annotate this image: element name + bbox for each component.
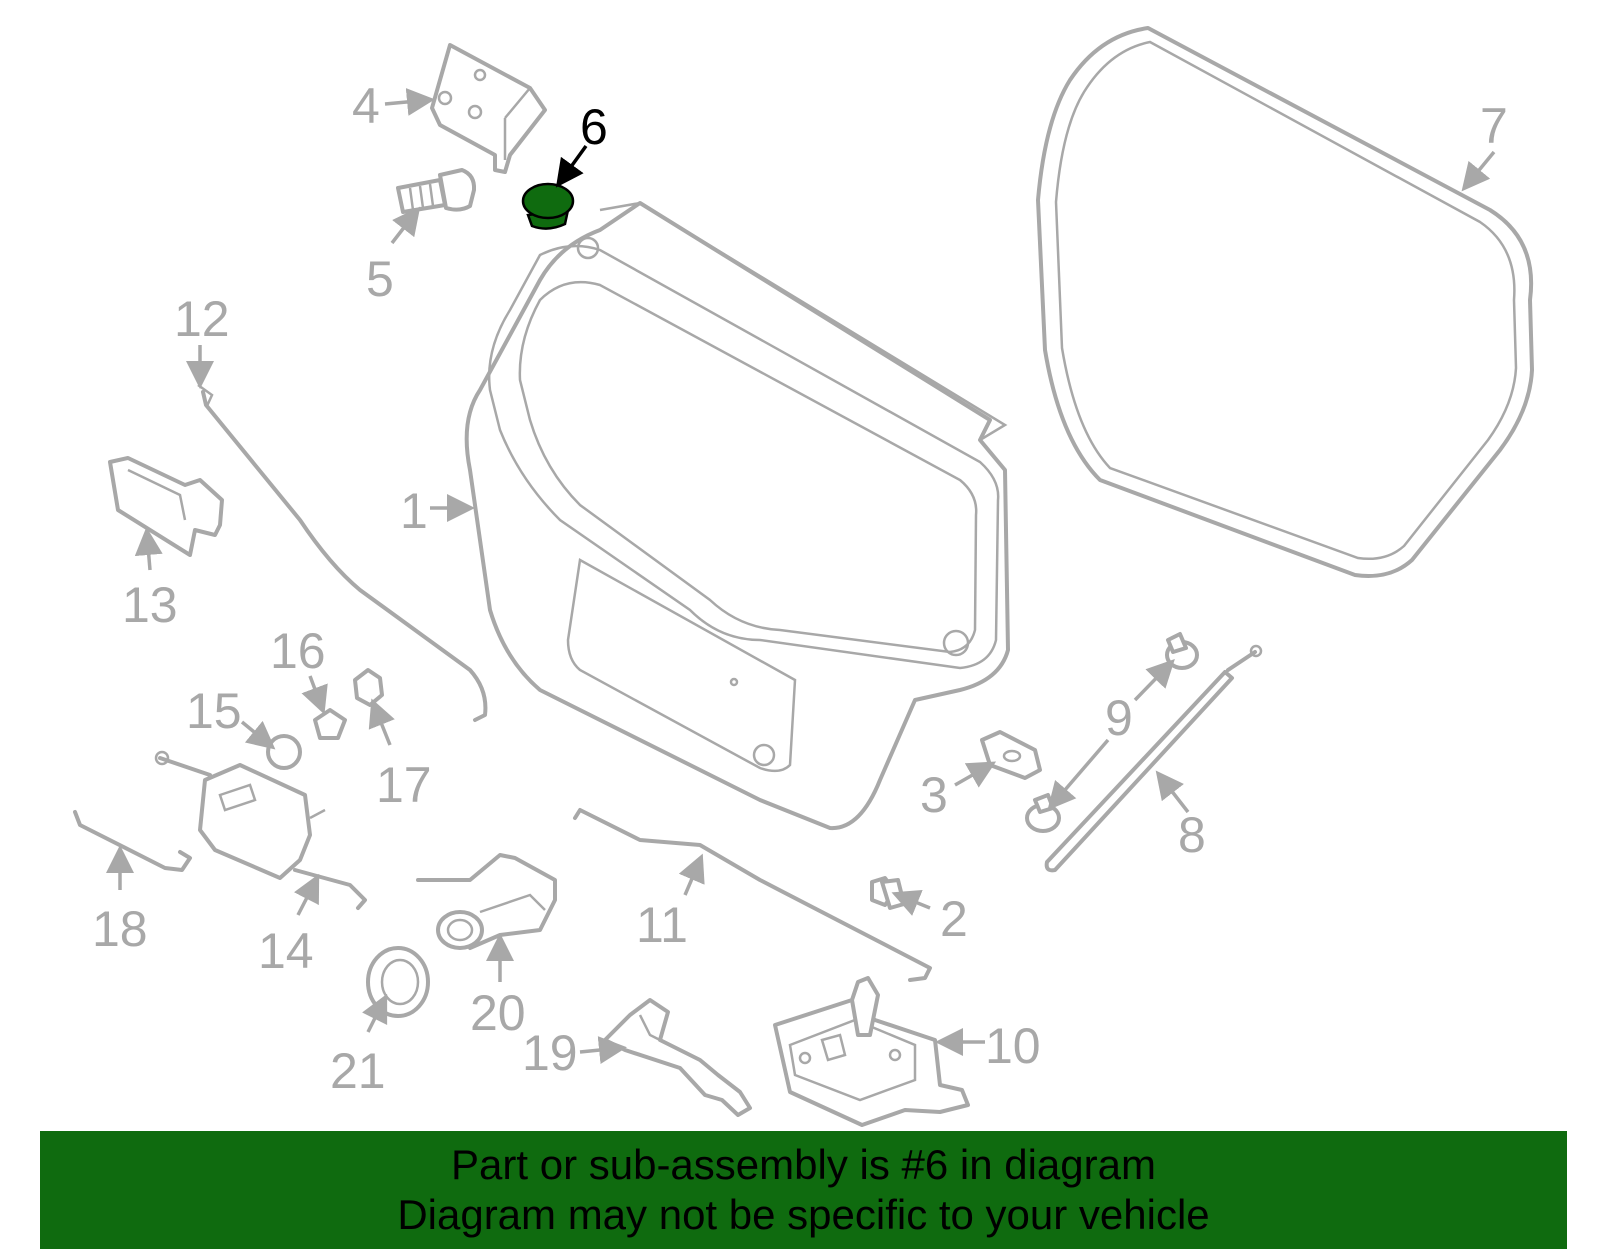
svg-text:18: 18 xyxy=(92,901,148,957)
callout-21: 21 xyxy=(330,993,388,1099)
part-19-latch-bracket xyxy=(603,998,752,1117)
svg-text:13: 13 xyxy=(122,577,178,633)
part-13-handle xyxy=(108,456,224,557)
part-8-gas-strut xyxy=(1044,644,1263,873)
callout-11: 11 xyxy=(636,853,705,953)
callout-14: 14 xyxy=(258,873,320,979)
svg-text:15: 15 xyxy=(186,683,242,739)
part-15-clip xyxy=(266,734,302,770)
callout-17: 17 xyxy=(368,698,432,813)
info-banner: Part or sub-assembly is #6 in diagram Di… xyxy=(40,1131,1567,1249)
callout-7: 7 xyxy=(1461,98,1508,192)
callout-9: 9 xyxy=(1047,658,1175,811)
callout-20: 20 xyxy=(470,933,526,1041)
svg-text:11: 11 xyxy=(636,897,688,953)
part-1-liftgate xyxy=(464,201,1010,831)
svg-text:2: 2 xyxy=(940,891,968,947)
banner-line-2: Diagram may not be specific to your vehi… xyxy=(397,1191,1210,1238)
callout-18: 18 xyxy=(92,845,148,957)
callout-15: 15 xyxy=(186,683,276,750)
callout-1: 1 xyxy=(400,483,475,539)
callout-2: 2 xyxy=(891,889,968,947)
part-18-rod xyxy=(73,810,192,872)
svg-text:8: 8 xyxy=(1178,807,1206,863)
part-3-bumper xyxy=(980,730,1042,780)
part-14-actuator xyxy=(154,750,367,910)
svg-text:21: 21 xyxy=(330,1043,386,1099)
banner-line-1: Part or sub-assembly is #6 in diagram xyxy=(451,1141,1156,1188)
callout-16: 16 xyxy=(270,623,328,715)
part-17-clip xyxy=(353,668,384,707)
svg-text:1: 1 xyxy=(400,483,428,539)
svg-text:17: 17 xyxy=(376,757,432,813)
part-16-clip xyxy=(313,708,347,740)
svg-text:19: 19 xyxy=(522,1025,578,1081)
svg-text:16: 16 xyxy=(270,623,326,679)
part-6-cap-highlighted xyxy=(521,182,575,230)
part-9-ball-stud xyxy=(1025,632,1199,833)
part-11-rod xyxy=(573,808,932,982)
callout-12: 12 xyxy=(174,291,230,389)
svg-text:5: 5 xyxy=(366,251,394,307)
svg-text:7: 7 xyxy=(1480,98,1508,154)
part-2-bolt xyxy=(870,876,906,910)
callout-10: 10 xyxy=(935,1018,1041,1074)
svg-text:14: 14 xyxy=(258,923,314,979)
part-12-rod xyxy=(197,383,488,722)
part-20-lock-cylinder xyxy=(416,853,557,950)
callout-13: 13 xyxy=(122,527,178,633)
part-5-bolt xyxy=(396,168,477,214)
callout-3: 3 xyxy=(920,761,997,823)
svg-text:12: 12 xyxy=(174,291,230,347)
svg-text:6: 6 xyxy=(580,99,608,155)
callout-19: 19 xyxy=(522,1025,627,1081)
part-21-seal-ring xyxy=(366,946,430,1018)
callout-4: 4 xyxy=(352,78,435,134)
svg-text:9: 9 xyxy=(1105,690,1133,746)
svg-text:20: 20 xyxy=(470,985,526,1041)
callout-8: 8 xyxy=(1155,770,1206,863)
callout-6: 6 xyxy=(555,99,608,188)
svg-text:4: 4 xyxy=(352,78,380,134)
part-7-weatherstrip xyxy=(1036,26,1534,578)
callout-5: 5 xyxy=(366,206,421,307)
part-10-latch xyxy=(773,976,970,1127)
part-4-hinge xyxy=(430,43,547,174)
svg-text:3: 3 xyxy=(920,767,948,823)
svg-text:10: 10 xyxy=(985,1018,1041,1074)
